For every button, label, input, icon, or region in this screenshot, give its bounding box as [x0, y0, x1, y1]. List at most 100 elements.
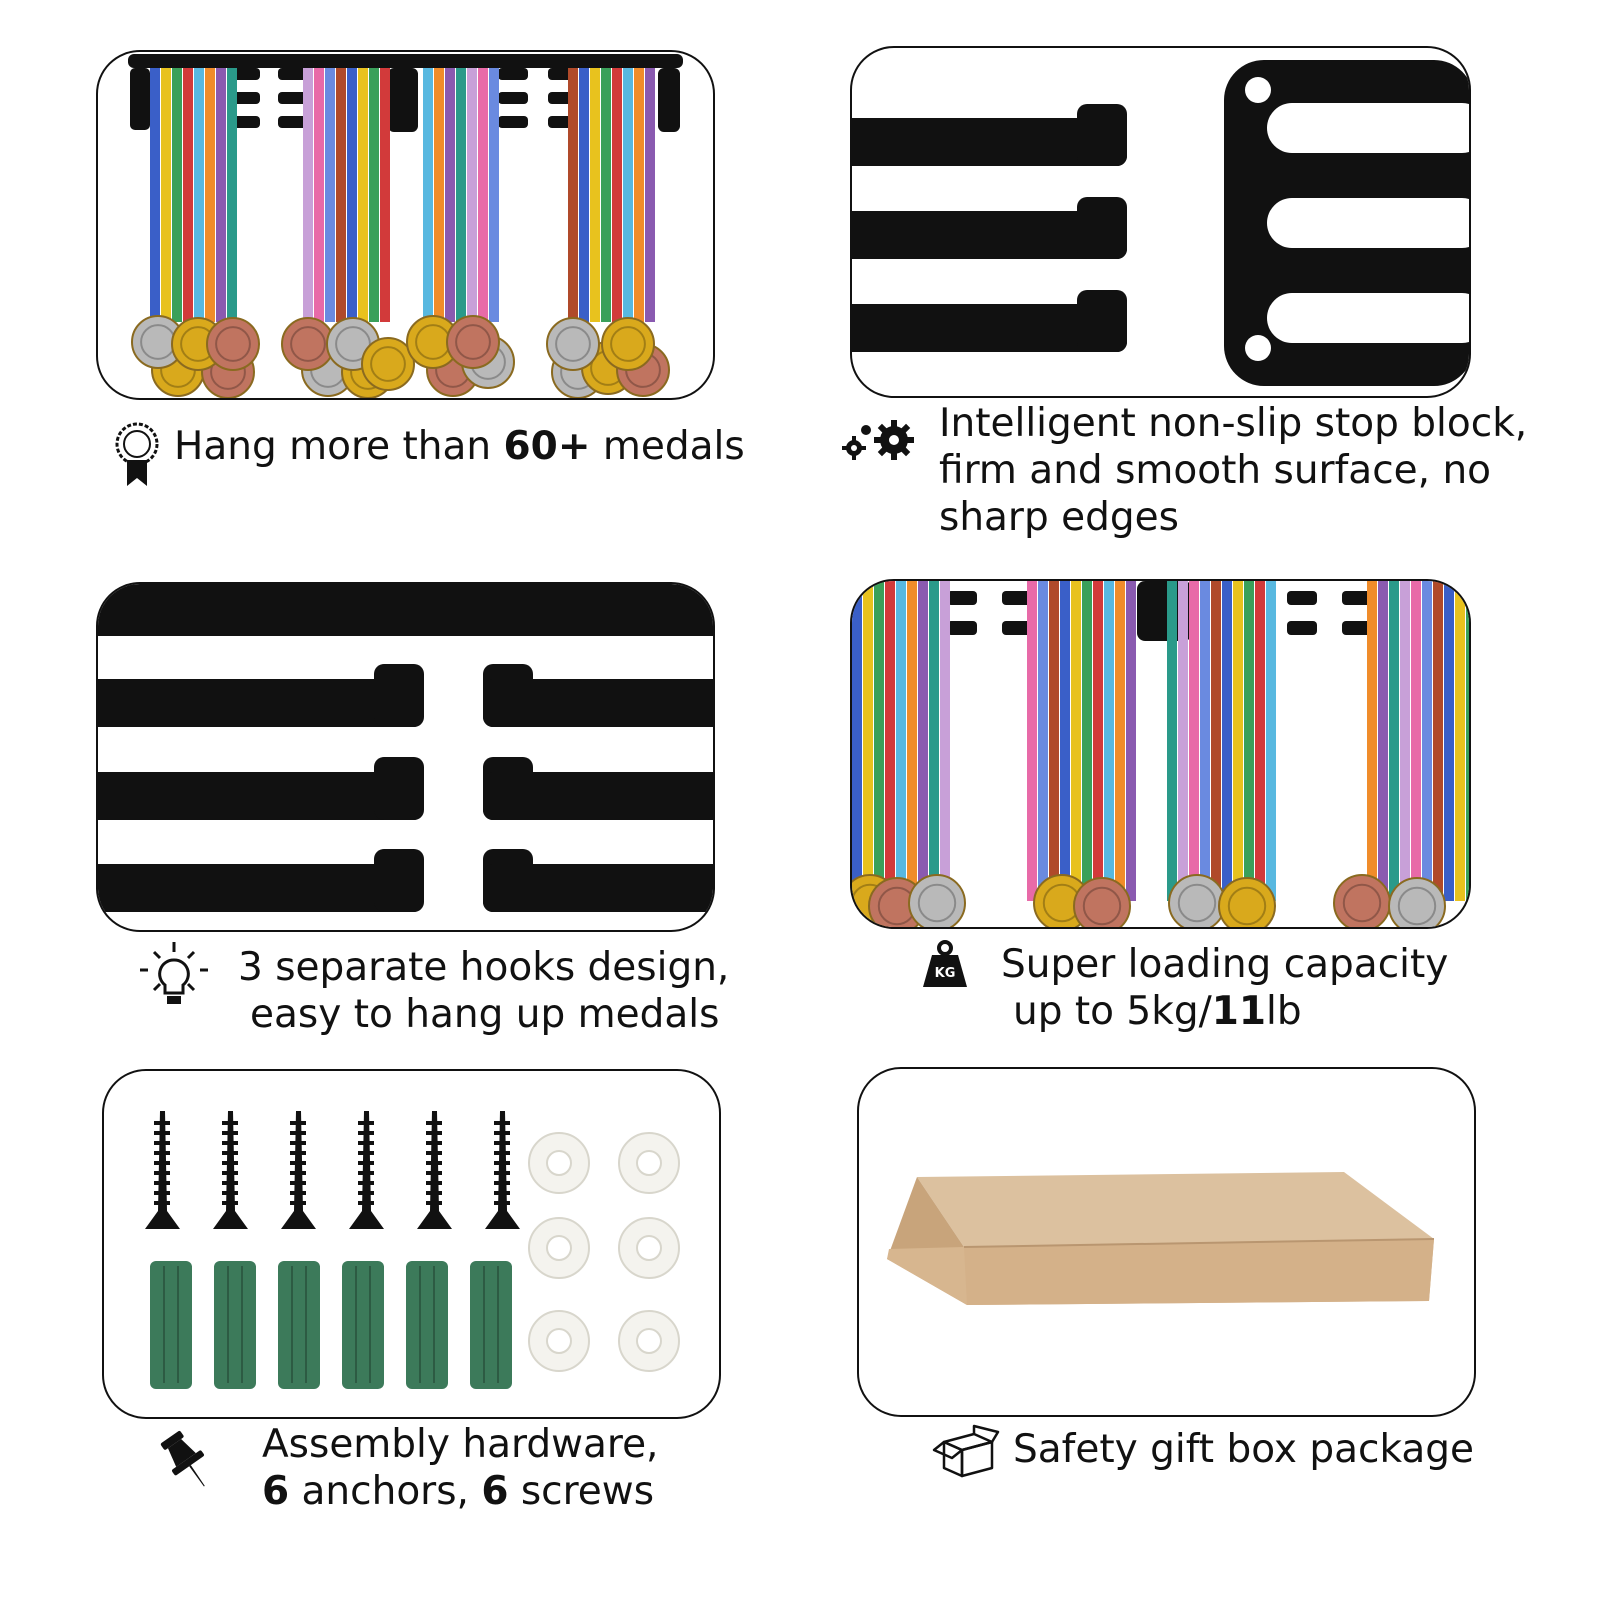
screw	[349, 1111, 384, 1229]
gears-icon	[838, 416, 918, 470]
anchor	[150, 1261, 192, 1389]
ribbon	[1126, 581, 1136, 901]
loaded-rack-photo	[850, 579, 1471, 929]
ribbon	[579, 68, 589, 322]
ribbon	[1433, 581, 1443, 901]
anchor	[342, 1261, 384, 1389]
screws-label: screws	[508, 1469, 655, 1514]
hardware-line-1: Assembly hardware,	[262, 1422, 659, 1467]
stop-block-line-1: Intelligent non-slip stop block,	[939, 401, 1528, 446]
ribbon	[1189, 581, 1199, 901]
lightbulb-icon	[138, 940, 210, 1016]
ribbon	[1233, 581, 1243, 901]
ribbon	[1266, 581, 1276, 901]
anchors-label: anchors,	[289, 1469, 482, 1514]
hardware-caption: Assembly hardware, 6 anchors, 6 screws	[262, 1421, 658, 1515]
ribbon	[1378, 581, 1388, 901]
ribbon	[929, 581, 939, 901]
screw-count: 6	[481, 1469, 509, 1514]
ribbon	[1255, 581, 1265, 901]
ribbon	[227, 68, 237, 322]
ribbon	[1200, 581, 1210, 901]
hook-group-2	[278, 68, 528, 132]
gift-box-photo	[857, 1067, 1476, 1417]
push-pin-icon	[158, 1430, 214, 1500]
medal	[908, 874, 966, 927]
ribbon	[467, 68, 477, 322]
capacity-lb-value: 11	[1211, 989, 1266, 1034]
anchors	[150, 1261, 512, 1389]
ribbon	[456, 68, 466, 322]
ribbon	[885, 581, 895, 901]
ribbon	[434, 68, 444, 322]
medal	[1073, 877, 1131, 927]
kg-weight-icon: KG	[922, 939, 968, 993]
ribbon	[590, 68, 600, 322]
medal	[1388, 877, 1446, 927]
box-top	[917, 1172, 1434, 1247]
ribbon	[489, 68, 499, 322]
ribbon	[863, 581, 873, 901]
ribbon	[568, 68, 578, 322]
ribbon	[623, 68, 633, 322]
ribbon	[634, 68, 644, 322]
hooks-caption: 3 separate hooks design, easy to hang up…	[238, 944, 729, 1038]
ribbon	[645, 68, 655, 322]
ribbon	[1049, 581, 1059, 901]
medals-caption-suffix: medals	[590, 424, 745, 469]
capacity-prefix: up to 5kg/	[1013, 989, 1212, 1034]
ribbon	[1071, 581, 1081, 901]
medal	[206, 317, 260, 371]
ribbon	[601, 68, 611, 322]
kg-label: KG	[935, 966, 956, 981]
ribbon	[336, 68, 346, 322]
package-text: Safety gift box package	[1013, 1427, 1475, 1472]
hook-group-1	[130, 68, 260, 130]
screw	[417, 1111, 452, 1229]
medals-caption-text: Hang more than	[174, 424, 504, 469]
ribbon	[314, 68, 324, 322]
hooks-line-2: easy to hang up medals	[250, 992, 720, 1037]
ribbon	[1104, 581, 1114, 901]
ribbon	[1389, 581, 1399, 901]
ribbon	[1466, 581, 1469, 901]
ribbon	[1455, 581, 1465, 901]
capacity-unit: lb	[1266, 989, 1302, 1034]
stop-block-line-2: firm and smooth surface, no	[939, 448, 1492, 493]
screw	[145, 1111, 180, 1229]
screw	[485, 1111, 520, 1229]
medal	[446, 315, 500, 369]
ribbon	[423, 68, 433, 322]
ribbons	[852, 581, 1469, 901]
medal	[601, 317, 655, 371]
anchor	[470, 1261, 512, 1389]
medal	[1168, 874, 1226, 927]
anchor	[278, 1261, 320, 1389]
ribbon	[1115, 581, 1125, 901]
ribbon	[358, 68, 368, 322]
ribbon	[1027, 581, 1037, 901]
ribbon	[172, 68, 182, 322]
medals	[131, 315, 670, 398]
ribbon	[1222, 581, 1232, 901]
ribbon	[150, 68, 160, 322]
right-block	[1224, 60, 1469, 386]
ribbon	[1400, 581, 1410, 901]
capacity-line-1: Super loading capacity	[1001, 942, 1449, 987]
ribbon	[183, 68, 193, 322]
screw	[281, 1111, 316, 1229]
ribbon	[1038, 581, 1048, 901]
box-icon	[930, 1424, 1000, 1484]
ribbon	[161, 68, 171, 322]
capacity-line-2: up to 5kg/11lb	[1001, 988, 1448, 1035]
stop-block-closeup	[850, 46, 1471, 398]
ribbon	[940, 581, 950, 901]
medal-rack-photo	[96, 50, 715, 400]
medal	[1333, 874, 1391, 927]
ribbon	[1211, 581, 1221, 901]
ribbon	[874, 581, 884, 901]
medals	[852, 874, 1446, 927]
ribbon	[1411, 581, 1421, 901]
ribbon	[369, 68, 379, 322]
ribbon	[1093, 581, 1103, 901]
